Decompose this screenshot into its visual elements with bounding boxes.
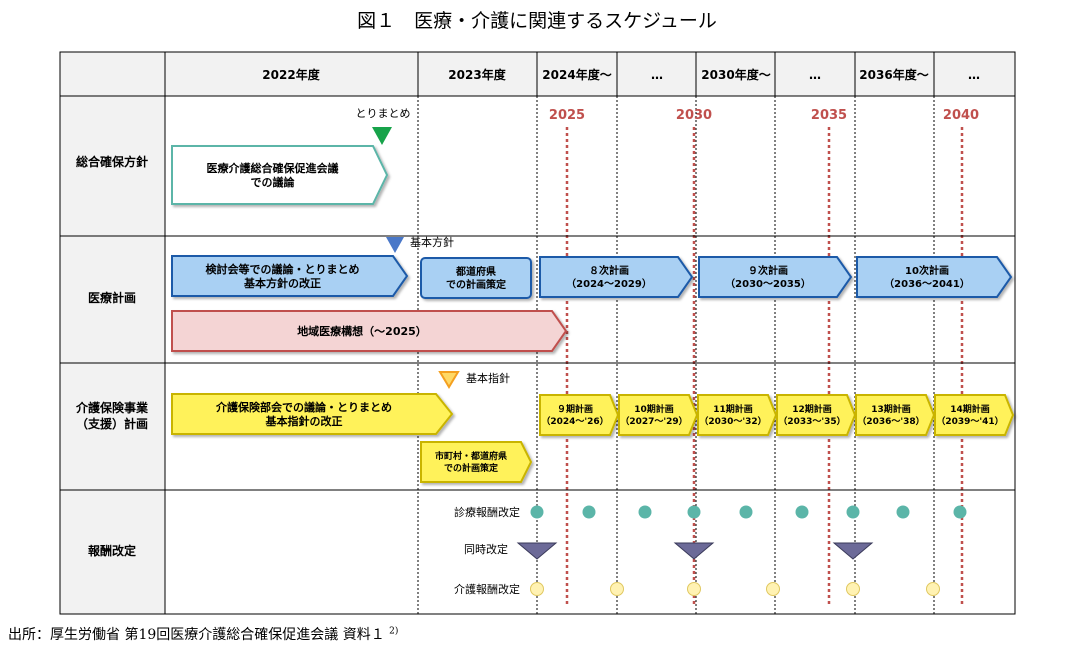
shinryo-revision-dot-icon	[530, 505, 544, 519]
milestone-torimatome-label: とりまとめ	[356, 107, 411, 120]
grid-dotted	[417, 96, 935, 614]
year-label-2035: 2035	[811, 108, 847, 123]
shinryo-revision-dot-icon	[687, 505, 701, 519]
shinryo-revision-dot-icon	[846, 505, 860, 519]
milestone-orange-triangle-icon	[438, 371, 460, 389]
source-reference: 2)	[389, 626, 399, 637]
kaigo-revision-dot-icon	[846, 582, 860, 596]
simultaneous-revision-triangle-icon	[673, 542, 715, 560]
shinryo-revision-dot-icon	[739, 505, 753, 519]
milestone-kihon-shishin-label: 基本指針	[466, 371, 510, 385]
row-label: 介護保険事業（支援）計画	[75, 400, 149, 431]
arrow-label: 医療介護総合確保促進会議での議論	[207, 161, 339, 189]
source-text: 出所：厚生労働省 第19回医療介護総合確保促進会議 資料１	[8, 627, 385, 643]
column-header: …	[651, 68, 663, 82]
arrow-kaigo14: 14期計画（2039～'41）	[934, 394, 1015, 436]
year-lines	[565, 127, 964, 606]
arrow-label: 11期計画（2030～'32）	[699, 403, 766, 427]
kaigo-revision-dot-icon	[530, 582, 544, 596]
kaigo-revision-dot-icon	[766, 582, 780, 596]
simultaneous-revision-triangle-icon	[832, 542, 874, 560]
arrow-label: 都道府県での計画策定	[446, 265, 506, 291]
arrow-todofuken_iryo: 都道府県での計画策定	[420, 257, 532, 299]
arrow-label: ９期計画（2024～'26）	[541, 403, 608, 427]
milestone-green-triangle-icon	[372, 127, 392, 145]
simultaneous-revision-triangle-icon	[516, 542, 558, 560]
arrow-label: 地域医療構想（～2025）	[297, 324, 427, 338]
arrow-keikaku9: ９次計画（2030～2035）	[698, 256, 853, 298]
column-header: 2022年度	[262, 67, 320, 82]
kaigo-revision-dot-icon	[687, 582, 701, 596]
arrow-kaigo10: 10期計画（2027～'29）	[618, 394, 699, 436]
arrow-label: ９次計画（2030～2035）	[725, 264, 811, 290]
arrow-label: 市町村・都道府県での計画策定	[435, 450, 507, 474]
year-label-2025: 2025	[549, 108, 585, 123]
revision-marks	[516, 505, 967, 596]
arrow-label: 介護保険部会での議論・とりまとめ基本指針の改正	[215, 400, 392, 428]
shinryo-revision-dot-icon	[582, 505, 596, 519]
arrow-label: 10次計画（2036～2041）	[884, 264, 970, 290]
column-header: 2036年度～	[859, 67, 928, 82]
column-header: 2024年度～	[542, 67, 611, 82]
revision-label-shinryo: 診療報酬改定	[454, 505, 520, 519]
row-label-column	[60, 96, 165, 614]
arrow-kaigo13: 13期計画（2036～'38）	[855, 394, 936, 436]
shinryo-revision-dot-icon	[795, 505, 809, 519]
arrow-label: 検討会等での議論・とりまとめ基本方針の改正	[206, 262, 360, 290]
row-label: 医療計画	[88, 290, 136, 305]
row-label: 総合確保方針	[76, 154, 148, 169]
revision-label-kaigo: 介護報酬改定	[454, 582, 520, 596]
kaigo-revision-dot-icon	[610, 582, 624, 596]
arrow-iryo_giron: 検討会等での議論・とりまとめ基本方針の改正	[171, 255, 409, 297]
arrow-shichoson: 市町村・都道府県での計画策定	[420, 441, 533, 483]
year-label-2040: 2040	[943, 108, 979, 123]
arrow-sogo: 医療介護総合確保促進会議での議論	[171, 145, 389, 205]
arrow-label: 13期計画（2036～'38）	[857, 403, 924, 427]
column-header: 2023年度	[448, 67, 506, 82]
arrow-keikaku8: ８次計画（2024～2029）	[539, 256, 694, 298]
arrow-kaigo12: 12期計画（2033～'35）	[776, 394, 857, 436]
arrow-label: 12期計画（2033～'35）	[778, 403, 845, 427]
shinryo-revision-dot-icon	[638, 505, 652, 519]
source-note: 出所：厚生労働省 第19回医療介護総合確保促進会議 資料１ 2)	[8, 624, 398, 644]
kaigo-revision-dot-icon	[926, 582, 940, 596]
arrow-label: 14期計画（2039～'41）	[936, 403, 1003, 427]
milestone-kihon-houshin-label: 基本方針	[410, 235, 454, 249]
shinryo-revision-dot-icon	[953, 505, 967, 519]
year-label-2030: 2030	[676, 108, 712, 123]
column-header: …	[968, 68, 980, 82]
arrow-label: 10期計画（2027～'29）	[620, 403, 687, 427]
shinryo-revision-dot-icon	[896, 505, 910, 519]
revision-label-doji: 同時改定	[464, 542, 508, 556]
page-title: 図１ 医療・介護に関連するスケジュール	[357, 10, 717, 32]
arrow-keikaku10: 10次計画（2036～2041）	[856, 256, 1013, 298]
arrow-label: ８次計画（2024～2029）	[566, 264, 652, 290]
arrow-chiiki: 地域医療構想（～2025）	[171, 310, 568, 352]
arrow-kaigo9: ９期計画（2024～'26）	[539, 394, 620, 436]
arrow-kaigo11: 11期計画（2030～'32）	[697, 394, 778, 436]
arrow-kaigo_giron: 介護保険部会での議論・とりまとめ基本指針の改正	[171, 393, 454, 435]
column-header: 2030年度～	[701, 67, 770, 82]
column-header: …	[809, 68, 821, 82]
row-label: 報酬改定	[88, 543, 136, 558]
milestone-blue-triangle-icon	[386, 237, 404, 253]
